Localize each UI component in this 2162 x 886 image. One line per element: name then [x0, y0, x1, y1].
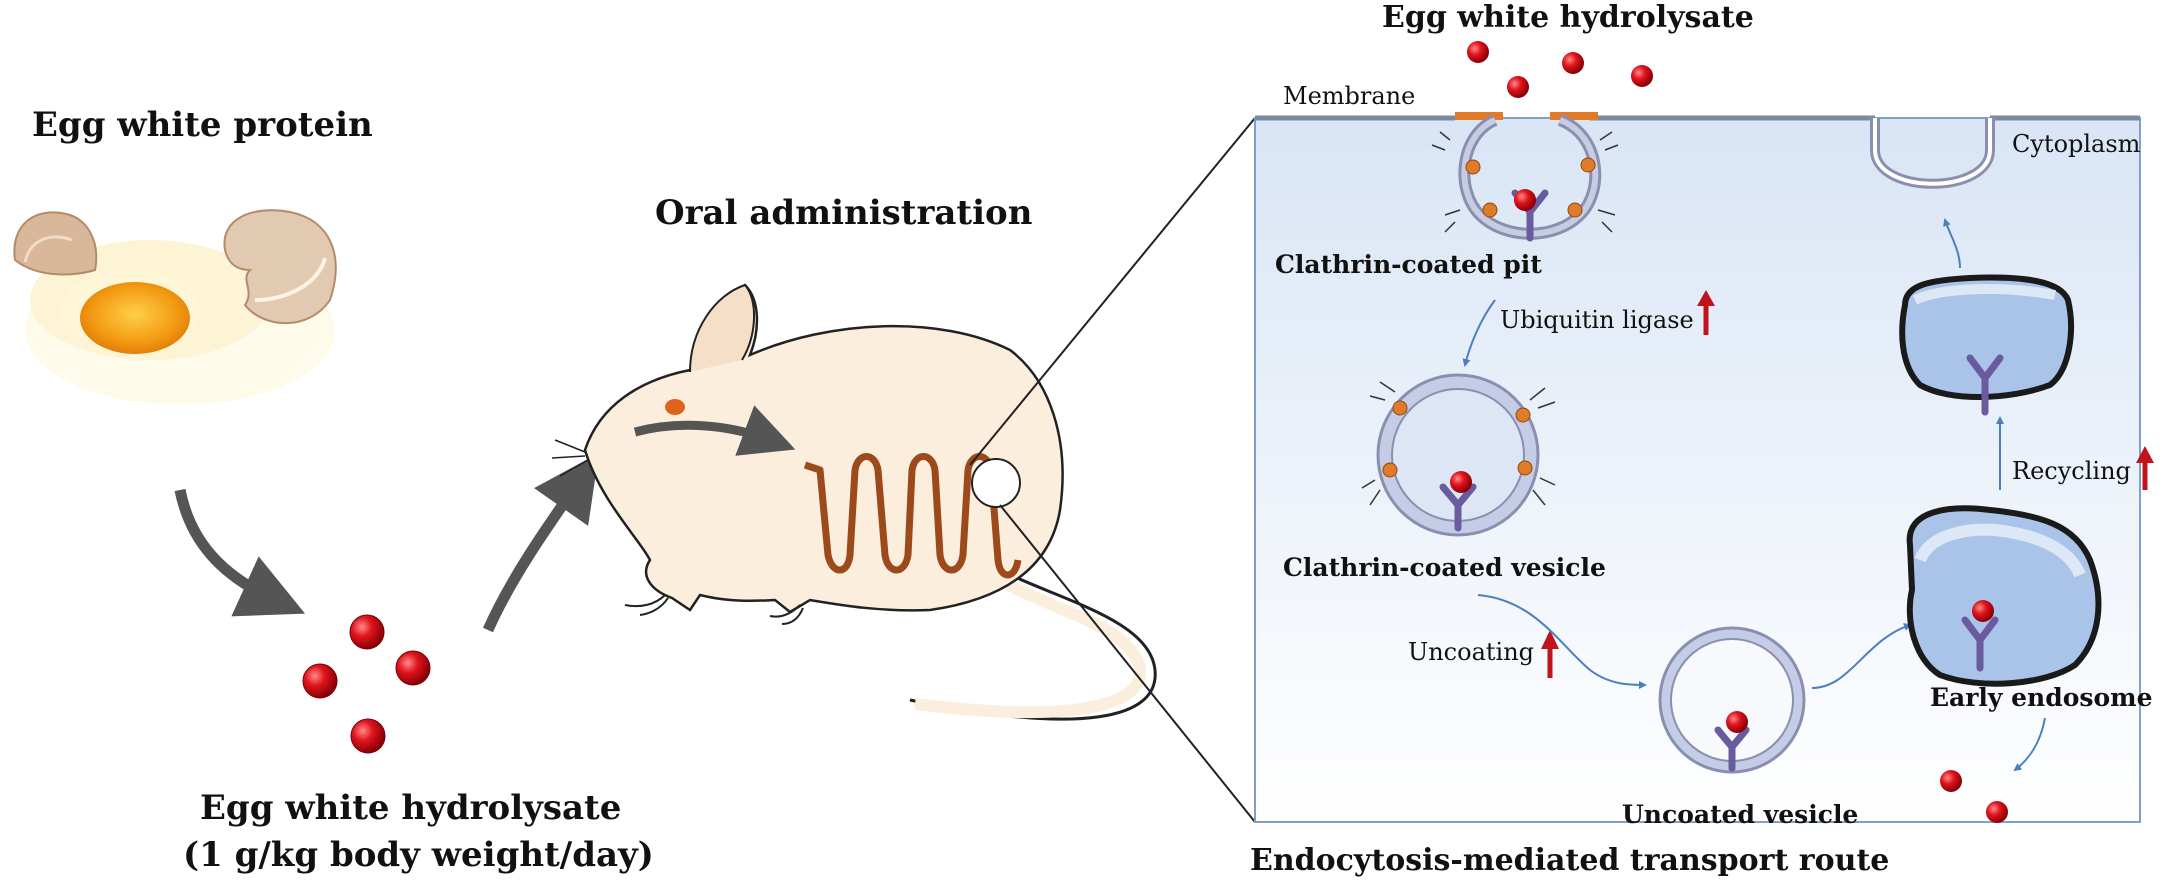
recycling-up-arrow — [2136, 446, 2154, 490]
hydrolysate-peptides — [302, 614, 431, 754]
cytoplasm-label: Cytoplasm — [2012, 130, 2141, 158]
dose-label: (1 g/kg body weight/day) — [183, 835, 654, 875]
top-peptides — [1467, 41, 1653, 98]
clathrin-coated-vesicle — [1361, 373, 1556, 537]
clathrin-coated-pit-label: Clathrin-coated pit — [1275, 250, 1542, 279]
uncoated-vesicle — [1658, 626, 1806, 774]
ubiquitin-up-arrow — [1697, 290, 1715, 335]
uncoating-label: Uncoating — [1408, 638, 1535, 666]
flow-arrow-to-uncoated — [1477, 594, 1647, 689]
recycling-endosome — [1899, 274, 2074, 416]
arrow-egg-to-hydrolysate — [174, 488, 306, 617]
released-peptide — [1986, 801, 2008, 823]
oral-administration-label: Oral administration — [655, 193, 1033, 233]
egg-illustration — [13, 209, 337, 405]
flow-arrow-to-endosome — [1811, 623, 1912, 689]
flow-arrow-pit-to-vesicle — [1462, 299, 1496, 367]
arrow-hydrolysate-to-mouse — [482, 452, 599, 633]
released-peptide — [1940, 770, 1962, 792]
clathrin-coated-pit — [1431, 114, 1619, 242]
flow-arrow-to-membrane — [1943, 218, 1961, 269]
uncoating-up-arrow — [1541, 630, 1559, 678]
uncoated-vesicle-label: Uncoated vesicle — [1622, 800, 1859, 829]
clathrin-coated-vesicle-label: Clathrin-coated vesicle — [1283, 553, 1606, 582]
hydrolysate-label: Egg white hydrolysate — [200, 788, 622, 828]
early-endosome-label: Early endosome — [1930, 683, 2153, 712]
panel-bottom-title: Endocytosis-mediated transport route — [1250, 843, 1890, 878]
recycling-label: Recycling — [2012, 457, 2131, 485]
zoom-line-bottom — [999, 504, 1256, 823]
egg-white-protein-label: Egg white protein — [32, 105, 373, 145]
membrane-label: Membrane — [1283, 82, 1416, 110]
early-endosome — [1906, 505, 2102, 687]
zoom-line-top — [969, 117, 1256, 466]
ubiquitin-ligase-label: Ubiquitin ligase — [1500, 306, 1694, 334]
panel-top-title: Egg white hydrolysate — [1382, 0, 1754, 35]
flow-arrow-release — [2013, 717, 2046, 772]
mouse-illustration — [551, 283, 1157, 721]
